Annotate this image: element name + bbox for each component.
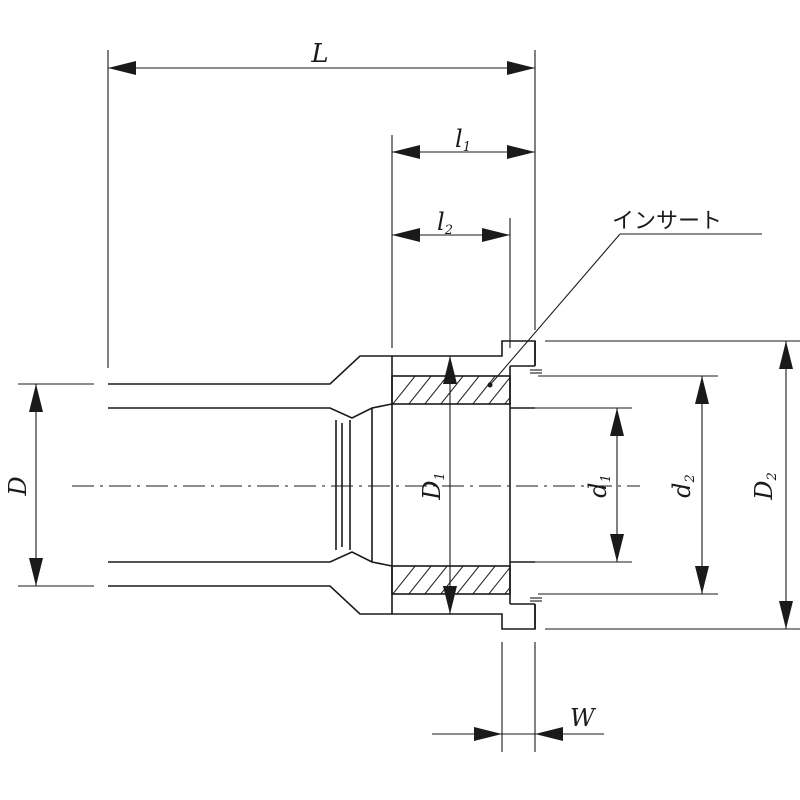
dimension-D xyxy=(29,384,43,586)
label-l2-sub: 2 xyxy=(444,223,453,238)
dimension-l1 xyxy=(392,145,535,159)
dimension-L xyxy=(108,61,535,75)
label-D2-sub: 2 xyxy=(765,472,780,481)
label-l2-main: l xyxy=(437,208,445,236)
label-D1-main: D xyxy=(418,481,446,501)
label-D2: D2 xyxy=(750,472,780,501)
label-insert: インサート xyxy=(612,209,722,234)
inner-bore-top xyxy=(108,403,393,419)
label-d2: d2 xyxy=(668,474,698,498)
label-D2-main: D xyxy=(750,481,778,501)
label-D1: D1 xyxy=(418,472,448,501)
dimension-d1 xyxy=(610,408,624,562)
dimension-l2 xyxy=(392,228,510,242)
label-l1-sub: 1 xyxy=(463,140,471,155)
label-d1: d1 xyxy=(584,474,614,498)
dimension-D2 xyxy=(779,341,793,629)
extension-lines xyxy=(18,50,800,752)
part-body xyxy=(108,340,536,630)
label-W: W xyxy=(570,704,597,732)
label-L: L xyxy=(310,39,328,69)
insert-leader xyxy=(487,233,762,388)
outer-profile-top xyxy=(108,340,536,385)
outer-profile-bottom xyxy=(108,585,536,630)
dimension-d2 xyxy=(695,376,709,594)
label-d2-sub: 2 xyxy=(683,474,698,483)
label-D1-sub: 1 xyxy=(433,472,448,480)
label-l2: l2 xyxy=(437,208,453,238)
label-l1: l1 xyxy=(455,125,471,155)
label-d1-main: d xyxy=(584,482,612,497)
label-d1-sub: 1 xyxy=(599,474,614,482)
inner-bore-bottom xyxy=(108,551,393,567)
dimension-W xyxy=(432,727,604,741)
dimension-D1 xyxy=(443,356,457,614)
insert-hatch-bottom xyxy=(392,566,510,594)
label-d2-main: d xyxy=(668,482,696,497)
label-D: D xyxy=(4,476,32,496)
label-l1-main: l xyxy=(455,125,463,153)
